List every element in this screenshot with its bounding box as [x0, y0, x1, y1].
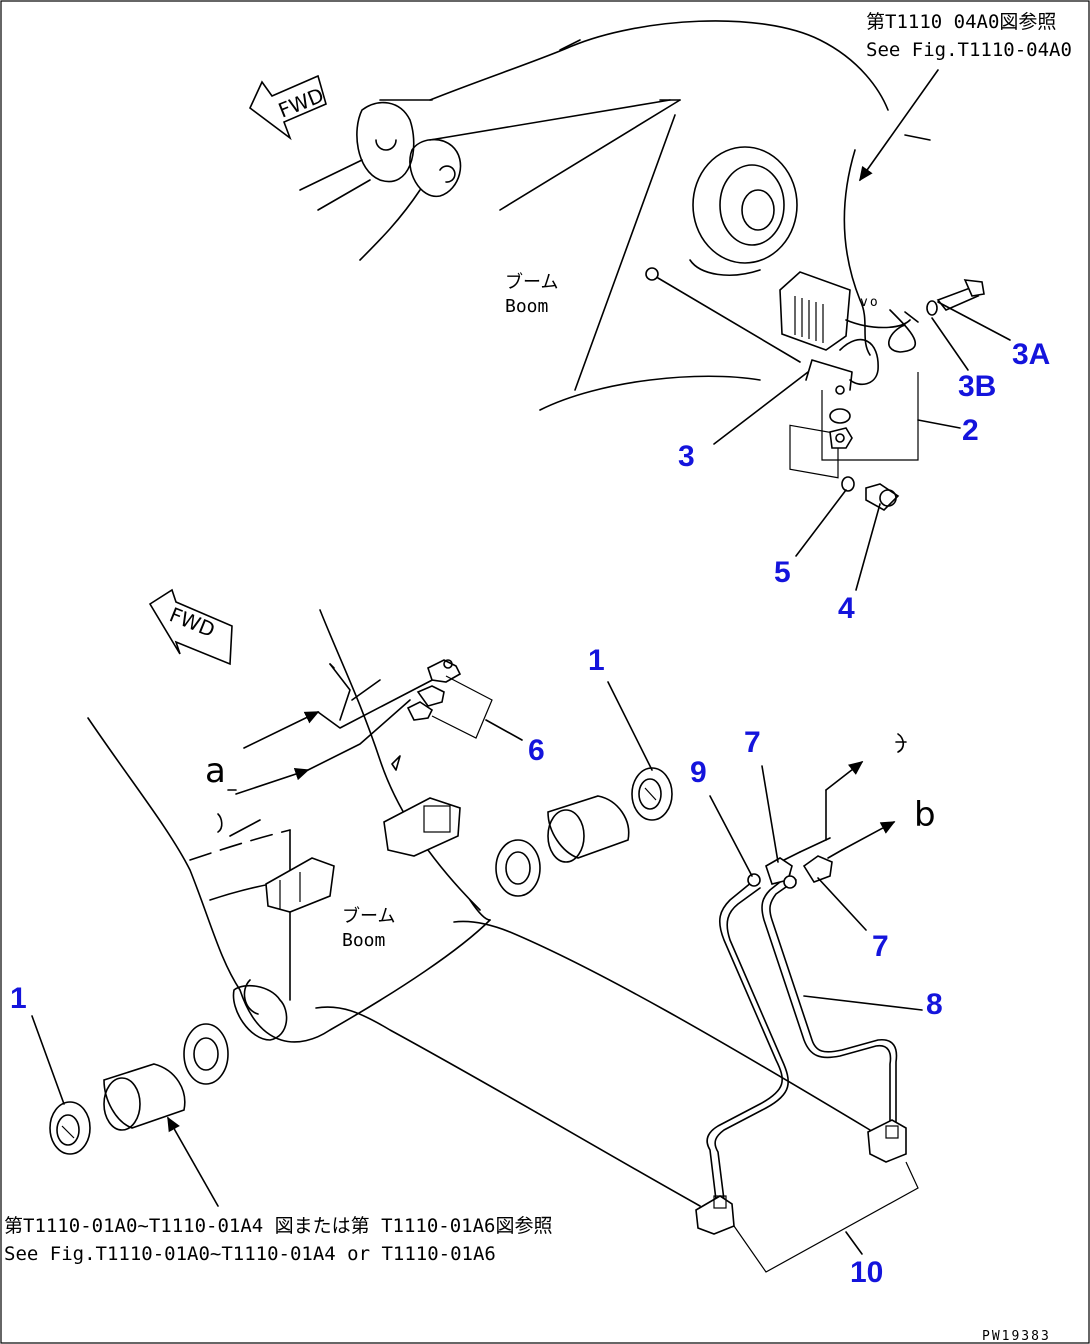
bracket-group-line [821, 372, 919, 461]
svg-text:vo: vo [860, 295, 880, 310]
boom-label-ja-bottom: ブーム [342, 905, 395, 927]
fwd-label-top: FWD [275, 83, 327, 123]
callout-10: 10 [850, 1256, 883, 1289]
label-a: a [205, 751, 226, 791]
callout-9: 9 [690, 756, 707, 789]
hose-clamp [383, 797, 461, 857]
grease-fitting-icon [406, 701, 434, 721]
bolt-icon [936, 279, 985, 311]
pipe-9 [706, 881, 783, 1201]
top-view: 第T1110 04A0図参照 See Fig.T1110-04A0 FWD [249, 11, 1072, 511]
callout-3B: 3B [958, 370, 996, 403]
grease-fitting-icon [416, 685, 445, 707]
line-a-arrow [243, 711, 320, 749]
pipe-8 [761, 873, 892, 1131]
bottom-ref-en: See Fig.T1110-01A0~T1110-01A4 or T1110-0… [4, 1243, 496, 1265]
lamp-bracket [805, 338, 879, 395]
work-lamp-icon: vo [779, 271, 919, 479]
grease-fitting-icon [867, 1119, 907, 1163]
hose-upper [453, 920, 871, 1131]
callout-3A: 3A [1012, 338, 1050, 371]
boom-foot-pin [232, 984, 288, 1041]
callout-7-upper: 7 [744, 726, 761, 759]
boom-label-en-top: Boom [505, 296, 548, 317]
callout-8: 8 [926, 988, 943, 1021]
grease-fitting-icon [427, 659, 462, 683]
washer-icon [841, 476, 855, 492]
fwd-arrow-icon: FWD [148, 588, 233, 666]
callout-4: 4 [838, 592, 855, 625]
hose-lower [315, 1006, 701, 1207]
top-ref-en: See Fig.T1110-04A0 [866, 39, 1072, 61]
label-e-mark [895, 733, 907, 753]
bottom-ref-leader [167, 1116, 219, 1207]
callout-1-right: 1 [588, 644, 605, 677]
top-callouts: 3A 3B 2 3 5 4 [678, 301, 1050, 625]
bottom-ref-ja: 第T1110-01A0~T1110-01A4 図または第 T1110-01A6図… [4, 1215, 553, 1237]
top-ref-leader [859, 69, 939, 182]
washer-icon [926, 300, 938, 316]
bushing-icon [103, 1063, 186, 1131]
top-ref-ja: 第T1110 04A0図参照 [866, 11, 1056, 33]
bolt-icon [865, 483, 900, 511]
bushing-icon [547, 795, 630, 863]
washer-icon [829, 408, 851, 424]
callout-2: 2 [962, 414, 979, 447]
label-c-mark [217, 813, 223, 833]
drawing-code: PW19383 [982, 1329, 1051, 1344]
callout-3: 3 [678, 440, 695, 473]
bushing-icon [631, 767, 673, 821]
callout-7-lower: 7 [872, 930, 889, 963]
boom-label-en-bottom: Boom [342, 930, 385, 951]
callout-5: 5 [774, 556, 791, 589]
nut-icon [829, 427, 853, 449]
boom-pin-left [356, 101, 415, 183]
grease-fitting-icon [783, 849, 843, 889]
fitting-group-line [733, 1161, 919, 1273]
bottom-view: FWD ブーム Boom a [4, 588, 1051, 1344]
callout-1-left: 1 [10, 982, 27, 1015]
boom-bottom-outline [87, 717, 491, 1043]
fwd-arrow-icon: FWD [249, 74, 327, 141]
label-b: b [914, 795, 936, 835]
callout-6: 6 [528, 734, 545, 767]
bushing-icon [495, 839, 541, 897]
mount-hole [645, 267, 659, 281]
boom-top-outline [429, 20, 889, 111]
bushing-icon [49, 1101, 91, 1155]
boom-label-ja-top: ブーム [505, 271, 558, 293]
boom-boss [689, 146, 798, 276]
bottom-callouts: 1 6 7 9 7 8 1 10 [10, 644, 943, 1289]
bushing-icon [183, 1023, 229, 1085]
boom-side-edge [574, 114, 676, 391]
grease-fitting-icon [695, 1195, 735, 1235]
